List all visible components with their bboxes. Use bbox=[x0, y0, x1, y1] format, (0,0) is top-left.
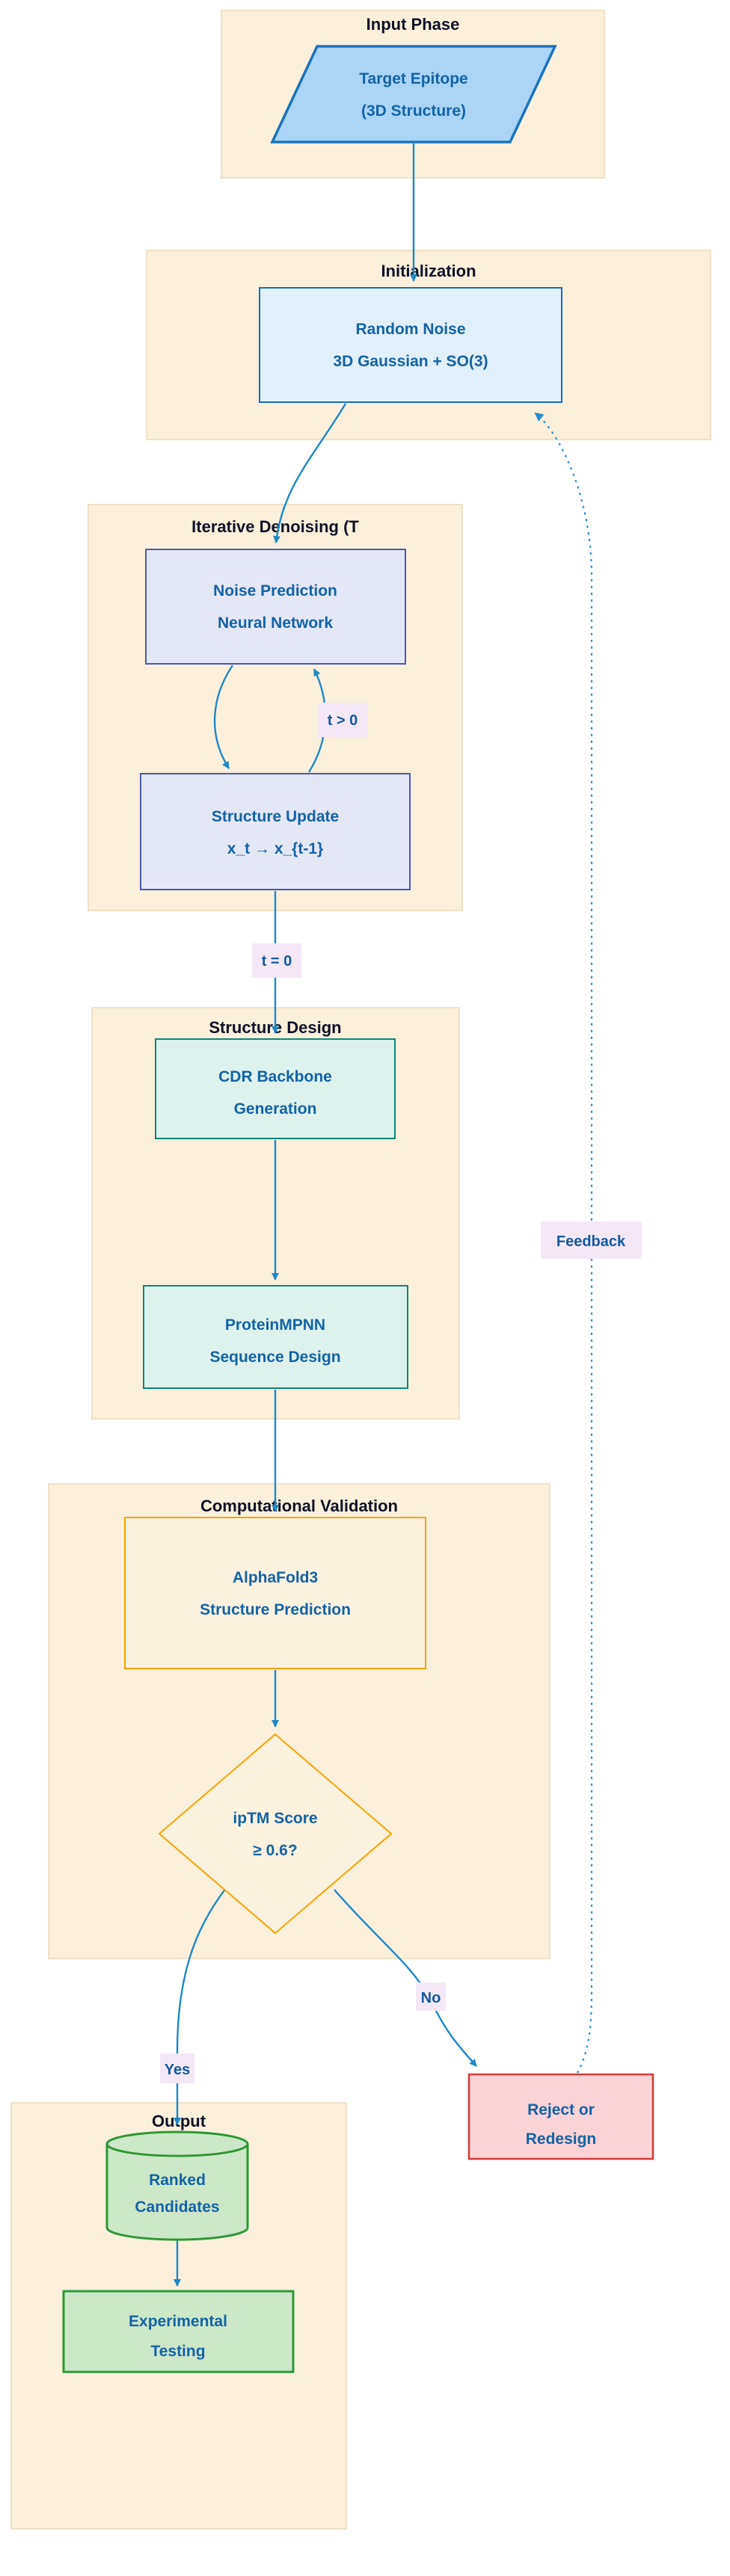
experimental-testing-line2: Testing bbox=[150, 2343, 205, 2360]
loop-label: t > 0 bbox=[328, 712, 358, 729]
ranked-candidates-line1: Ranked bbox=[149, 2172, 206, 2189]
iptm-decision-node bbox=[158, 1733, 393, 1935]
iptm-decision-line2: ≥ 0.6? bbox=[253, 1842, 297, 1859]
reject-redesign-node bbox=[467, 2073, 654, 2160]
exit-loop-label: t = 0 bbox=[262, 953, 292, 970]
computational-validation-title: Computational Validation bbox=[200, 1497, 398, 1515]
iterative-denoising-title: Iterative Denoising (T bbox=[191, 517, 359, 536]
no-label: No bbox=[421, 1990, 441, 2006]
cdr-backbone-line2: Generation bbox=[234, 1100, 317, 1118]
exit-loop-label-bg bbox=[252, 943, 301, 978]
target-epitope-node bbox=[270, 45, 557, 144]
ranked-candidates-line2: Candidates bbox=[135, 2198, 219, 2216]
loop-label-bg bbox=[318, 703, 368, 737]
structure-update-line2: x_t → x_{t-1} bbox=[227, 840, 323, 857]
proteinmpnn-line1: ProteinMPNN bbox=[225, 1316, 325, 1334]
proteinmpnn-node bbox=[143, 1285, 408, 1389]
random-noise-node bbox=[259, 287, 562, 403]
ranked-candidates-cylinder-lid bbox=[105, 2143, 249, 2157]
target-epitope-line2: (3D Structure) bbox=[361, 102, 466, 120]
no-label-bg bbox=[416, 1982, 446, 2011]
noise-prediction-node bbox=[145, 549, 406, 665]
input-phase-title: Input Phase bbox=[366, 15, 460, 34]
edge-noise-to-prediction bbox=[273, 403, 347, 543]
alphafold3-node bbox=[124, 1517, 426, 1669]
yes-label: Yes bbox=[165, 2062, 190, 2078]
output-title: Output bbox=[152, 2112, 206, 2130]
noise-prediction-line2: Neural Network bbox=[218, 614, 333, 632]
yes-label-bg bbox=[160, 2053, 194, 2083]
structure-update-node bbox=[140, 773, 411, 890]
target-epitope-line1: Target Epitope bbox=[359, 70, 467, 87]
alphafold3-line1: AlphaFold3 bbox=[233, 1569, 318, 1586]
initialization-title: Initialization bbox=[381, 262, 476, 280]
edge-decision-yes-to-candidates bbox=[174, 1874, 238, 2125]
feedback-label: Feedback bbox=[556, 1233, 626, 1250]
noise-prediction-line1: Noise Prediction bbox=[213, 582, 337, 600]
experimental-testing-node bbox=[62, 2290, 295, 2373]
iptm-decision-line1: ipTM Score bbox=[233, 1810, 317, 1827]
reject-redesign-line2: Redesign bbox=[526, 2130, 597, 2148]
feedback-label-bg bbox=[541, 1221, 642, 1259]
experimental-testing-line1: Experimental bbox=[129, 2313, 227, 2330]
proteinmpnn-line2: Sequence Design bbox=[209, 1349, 340, 1366]
alphafold3-line2: Structure Prediction bbox=[200, 1601, 351, 1618]
edge-prediction-to-update bbox=[213, 665, 233, 769]
structure-update-line1: Structure Update bbox=[212, 808, 339, 825]
random-noise-line1: Random Noise bbox=[355, 321, 465, 338]
cdr-backbone-line1: CDR Backbone bbox=[218, 1068, 332, 1085]
ranked-candidates-node bbox=[105, 2130, 249, 2241]
cdr-backbone-node bbox=[155, 1038, 396, 1139]
reject-redesign-line1: Reject or bbox=[527, 2101, 595, 2119]
random-noise-line2: 3D Gaussian + SO(3) bbox=[333, 353, 488, 370]
